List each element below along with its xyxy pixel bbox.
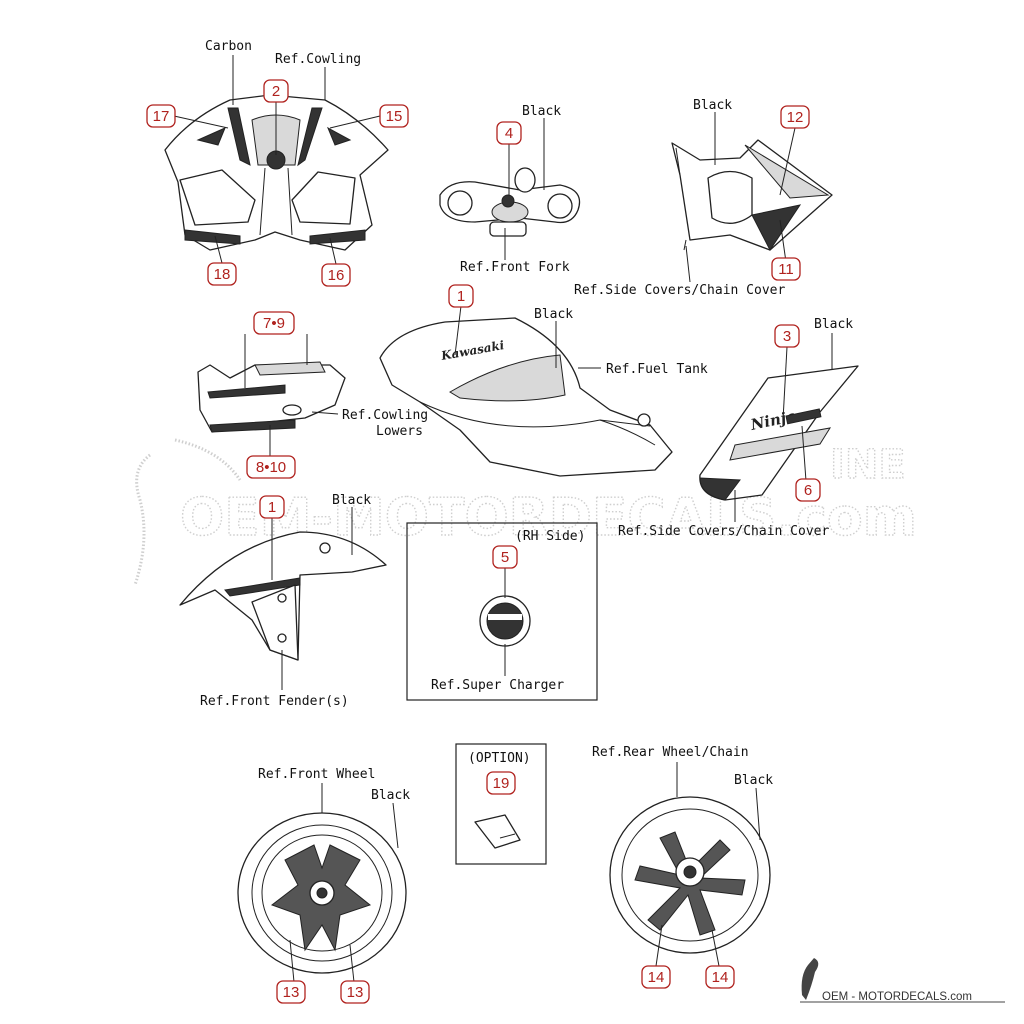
callout-3: 3 bbox=[774, 324, 800, 348]
svg-text:7•9: 7•9 bbox=[263, 315, 285, 332]
option-box-header: (OPTION) bbox=[468, 751, 531, 766]
svg-text:16: 16 bbox=[328, 267, 345, 284]
label-ref-front-fender: Ref.Front Fender(s) bbox=[200, 694, 349, 709]
callout-8-10: 8•10 bbox=[246, 455, 296, 479]
callout-7-9: 7•9 bbox=[253, 311, 295, 335]
watermark-partial-text: INE bbox=[830, 442, 906, 488]
svg-text:8•10: 8•10 bbox=[256, 459, 286, 476]
label-ref-cowling-lowers-2: Lowers bbox=[376, 424, 423, 439]
svg-text:18: 18 bbox=[214, 266, 231, 283]
cowling-lowers bbox=[197, 361, 346, 433]
front-fender bbox=[179, 531, 387, 661]
label-ref-side-covers-top: Ref.Side Covers/Chain Cover bbox=[574, 283, 785, 298]
callout-13-a: 13 bbox=[276, 980, 306, 1004]
leader-lines bbox=[173, 55, 833, 983]
supercharger-box bbox=[406, 522, 598, 701]
label-black-front-wheel: Black bbox=[371, 788, 410, 803]
label-ref-rear-wheel: Ref.Rear Wheel/Chain bbox=[592, 745, 749, 760]
svg-text:14: 14 bbox=[712, 969, 729, 986]
callout-1-tank: 1 bbox=[448, 284, 474, 308]
svg-text:3: 3 bbox=[783, 328, 791, 345]
front-fork-clamp bbox=[439, 167, 581, 237]
label-ref-front-wheel: Ref.Front Wheel bbox=[258, 767, 375, 782]
callout-2: 2 bbox=[263, 79, 289, 103]
label-ref-front-fork: Ref.Front Fork bbox=[460, 260, 570, 275]
label-ref-cowling-lowers-1: Ref.Cowling bbox=[342, 408, 428, 423]
label-black-fender: Black bbox=[332, 493, 371, 508]
supercharger-box-header: (RH Side) bbox=[515, 529, 585, 544]
footer-logo: OEM - MOTORDECALS.com bbox=[800, 958, 1005, 1003]
callout-19: 19 bbox=[486, 771, 516, 795]
svg-text:14: 14 bbox=[648, 969, 665, 986]
callout-11: 11 bbox=[771, 257, 801, 281]
svg-text:5: 5 bbox=[501, 549, 509, 566]
callout-12: 12 bbox=[780, 105, 810, 129]
svg-text:13: 13 bbox=[283, 984, 300, 1001]
callout-18: 18 bbox=[207, 262, 237, 286]
label-ref-cowling: Ref.Cowling bbox=[275, 52, 361, 67]
front-wheel bbox=[237, 812, 407, 974]
callout-6: 6 bbox=[795, 478, 821, 502]
svg-text:17: 17 bbox=[153, 108, 170, 125]
bird-logo-icon bbox=[801, 958, 819, 1000]
callout-15: 15 bbox=[379, 104, 409, 128]
label-black-rear-wheel: Black bbox=[734, 773, 773, 788]
callouts: 2 17 15 18 16 4 12 11 1 7•9 8•10 3 6 1 5… bbox=[146, 79, 821, 1004]
svg-text:11: 11 bbox=[778, 261, 794, 278]
option-box bbox=[455, 743, 547, 865]
svg-text:19: 19 bbox=[493, 775, 510, 792]
label-carbon: Carbon bbox=[205, 39, 252, 54]
svg-text:2: 2 bbox=[272, 83, 280, 100]
svg-text:1: 1 bbox=[457, 288, 465, 305]
label-ref-super-charger: Ref.Super Charger bbox=[431, 678, 564, 693]
reference-labels: Carbon Ref.Cowling Black Ref.Front Fork … bbox=[200, 39, 853, 803]
label-ref-side-covers-mid: Ref.Side Covers/Chain Cover bbox=[618, 524, 829, 539]
callout-14-a: 14 bbox=[641, 965, 671, 989]
label-black-side: Black bbox=[814, 317, 853, 332]
callout-16: 16 bbox=[321, 263, 351, 287]
callout-4: 4 bbox=[496, 121, 522, 145]
svg-text:6: 6 bbox=[804, 482, 812, 499]
callout-13-b: 13 bbox=[340, 980, 370, 1004]
svg-text:15: 15 bbox=[386, 108, 403, 125]
svg-text:12: 12 bbox=[787, 109, 804, 126]
rear-wheel bbox=[609, 796, 771, 954]
fuel-tank: Kawasaki bbox=[379, 317, 673, 477]
label-black-tank: Black bbox=[534, 307, 573, 322]
tail-cowl bbox=[671, 139, 833, 251]
svg-text:4: 4 bbox=[505, 125, 513, 142]
callout-14-b: 14 bbox=[705, 965, 735, 989]
label-black-tail: Black bbox=[693, 98, 732, 113]
callout-17: 17 bbox=[146, 104, 176, 128]
svg-text:1: 1 bbox=[268, 499, 276, 516]
label-black-fork: Black bbox=[522, 104, 561, 119]
label-ref-fuel-tank: Ref.Fuel Tank bbox=[606, 362, 708, 377]
front-cowling bbox=[164, 94, 389, 251]
footer-text: OEM - MOTORDECALS.com bbox=[822, 991, 972, 1003]
callout-1-fender: 1 bbox=[259, 495, 285, 519]
svg-text:13: 13 bbox=[347, 984, 364, 1001]
side-cover: Ninja bbox=[699, 365, 859, 501]
callout-5: 5 bbox=[492, 545, 518, 569]
